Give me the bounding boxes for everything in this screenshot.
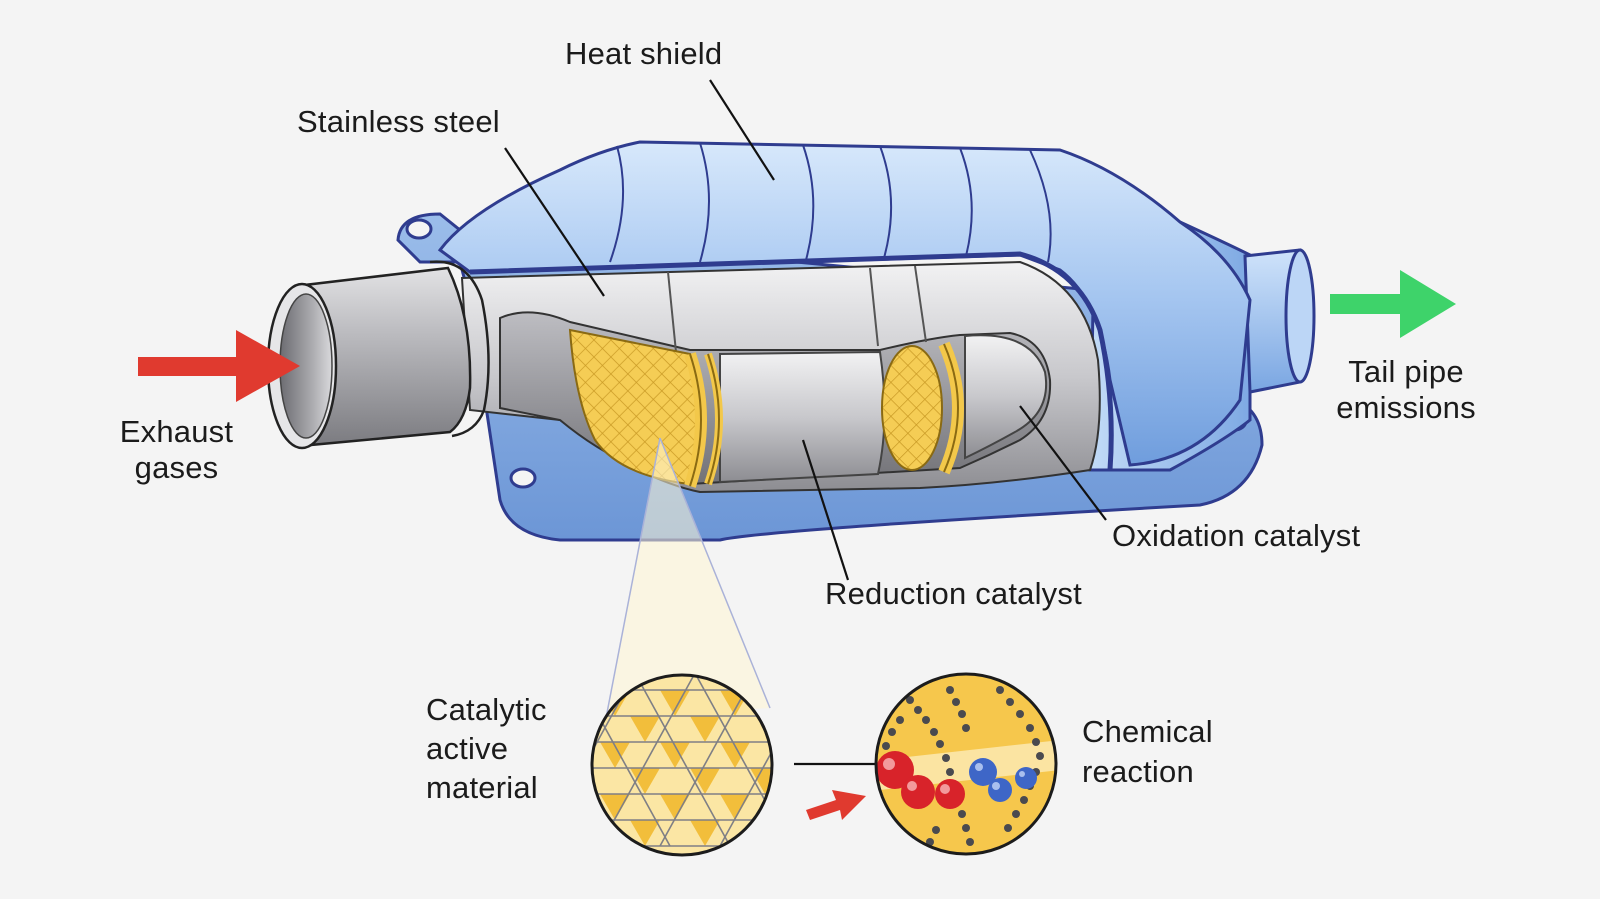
chemical-reaction-magnifier: [874, 672, 1058, 856]
inlet-pipe: [266, 260, 490, 450]
label-heat-shield: Heat shield: [565, 36, 723, 71]
reaction-input-arrow: [806, 790, 866, 820]
label-tail-pipe-emissions: Tail pipe emissions: [1336, 354, 1476, 425]
label-oxidation-catalyst: Oxidation catalyst: [1112, 518, 1361, 553]
oxidation-catalyst-honeycomb: [881, 341, 964, 475]
magnification-cone: [605, 437, 771, 719]
label-reduction-catalyst: Reduction catalyst: [825, 576, 1082, 611]
label-exhaust-gases: Exhaust gases: [119, 414, 234, 485]
label-catalytic-active-material: Catalytic active material: [426, 692, 547, 805]
reduction-catalyst-honeycomb: [568, 328, 723, 488]
leader-reduction-catalyst: [801, 439, 850, 581]
leader-stainless-steel: [504, 147, 605, 297]
leader-oxidation-catalyst: [1019, 405, 1107, 521]
label-chemical-reaction: Chemical reaction: [1082, 714, 1213, 789]
leader-lines: [504, 79, 1107, 766]
label-stainless-steel: Stainless steel: [297, 104, 500, 139]
heat-shield: [437, 140, 1316, 472]
exhaust-inflow-arrow: [138, 330, 300, 402]
catalytic-material-magnifier: [590, 673, 774, 857]
tail-pipe-outflow-arrow: [1330, 270, 1456, 338]
leader-heat-shield: [709, 79, 775, 181]
